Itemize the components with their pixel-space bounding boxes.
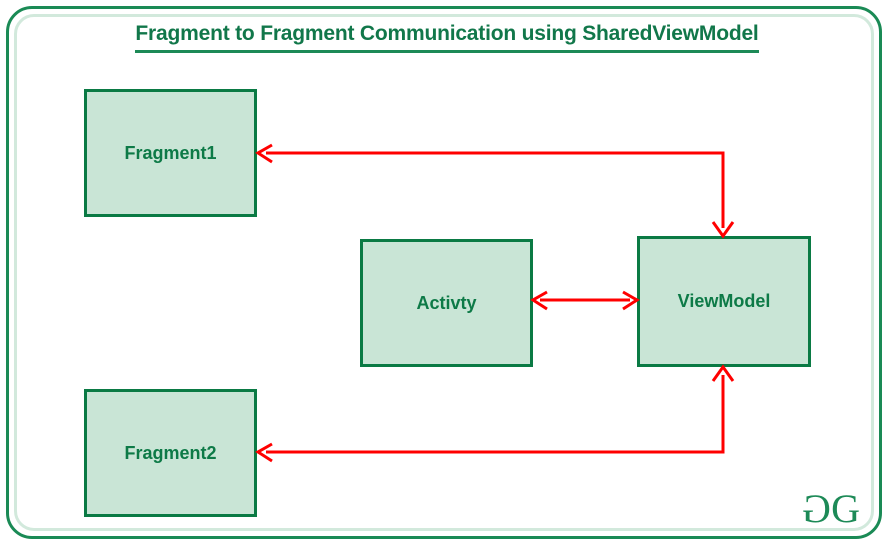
node-viewmodel: ViewModel (637, 236, 811, 367)
connector-viewmodel-fragment2 (255, 364, 735, 463)
arrowhead-into-activity (530, 290, 548, 311)
node-fragment1-label: Fragment1 (124, 142, 217, 163)
arrowhead-into-viewmodel-bottom (711, 364, 735, 382)
node-fragment2-label: Fragment2 (124, 442, 217, 463)
connector-activity-viewmodel (530, 290, 640, 311)
node-activity-label: Activty (416, 292, 477, 313)
node-viewmodel-label: ViewModel (677, 291, 771, 311)
arrowhead-into-viewmodel-left (622, 290, 640, 311)
arrowhead-into-fragment1 (255, 143, 273, 164)
arrowhead-into-viewmodel-top (711, 221, 735, 239)
node-activity: Activty (360, 239, 533, 367)
node-fragment1: Fragment1 (84, 89, 257, 217)
logo-mirrored-g: G (802, 486, 832, 531)
diagram-title-text: Fragment to Fragment Communication using… (135, 22, 759, 53)
diagram-title: Fragment to Fragment Communication using… (0, 22, 894, 53)
connector-viewmodel-fragment1 (255, 143, 735, 239)
arrowhead-into-fragment2 (255, 442, 273, 463)
node-fragment2: Fragment2 (84, 389, 257, 517)
geeksforgeeks-logo: GG (802, 486, 860, 531)
logo-g: G (831, 486, 860, 531)
